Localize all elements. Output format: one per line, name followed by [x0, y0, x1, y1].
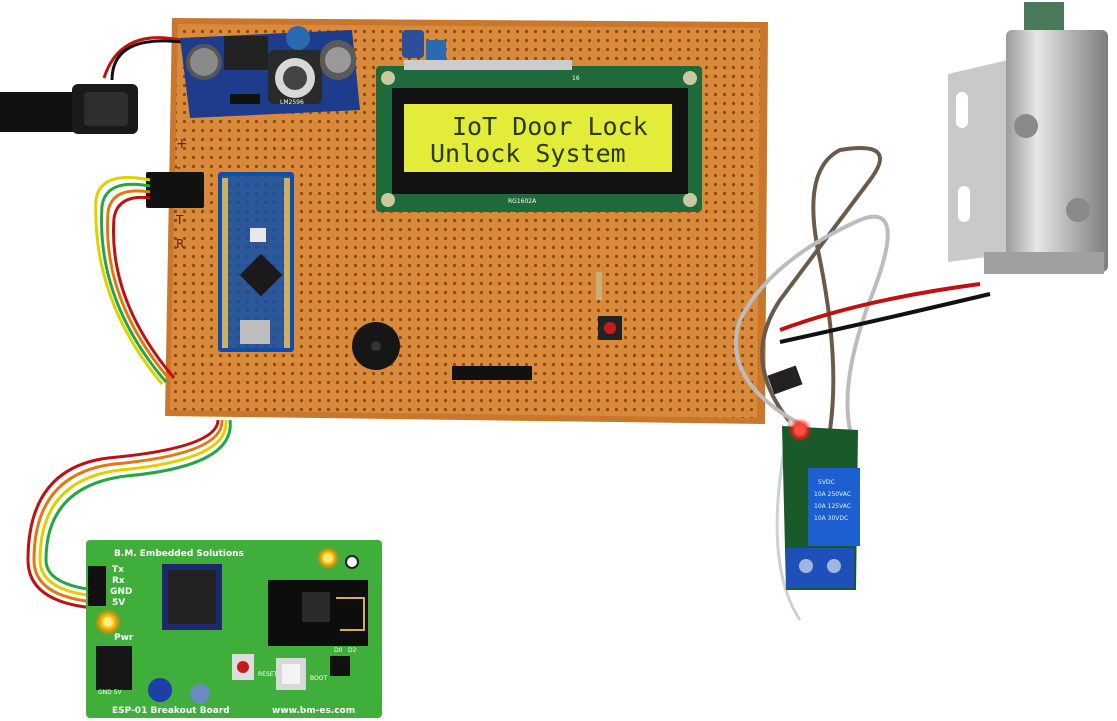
relay-text-4: 10A 30VDC	[814, 515, 848, 522]
serial-header	[94, 172, 204, 385]
contrast-pot	[402, 30, 446, 60]
pin-rx: Rx	[112, 576, 125, 586]
pin-gnd: GND	[110, 587, 132, 597]
t-mark: T	[175, 213, 184, 227]
esp-link-wires	[26, 419, 232, 610]
d2-label: D2	[348, 647, 357, 654]
dc-power-jack	[0, 36, 197, 134]
arduino-nano	[218, 172, 294, 352]
push-button	[596, 272, 622, 340]
lcd-model: RG1602A	[508, 198, 537, 205]
reset-label: RESET	[258, 671, 278, 678]
boot-label: BOOT	[310, 675, 327, 682]
relay-text-2: 10A 250VAC	[814, 491, 851, 498]
pin-5v: 5V	[112, 598, 125, 608]
esp-board-footer: ESP-01 Breakout Board	[112, 706, 230, 716]
plus-mark: +	[176, 136, 188, 152]
buzzer	[352, 322, 400, 370]
pin-tx: Tx	[112, 565, 124, 575]
minus-mark: -	[176, 160, 181, 176]
solenoid-door-lock	[948, 2, 1108, 274]
buck-label: LM2596	[280, 99, 304, 106]
relay-text-1: 5VDC	[818, 479, 835, 486]
buck-converter-module: LM2596	[180, 26, 360, 118]
relay-text-3: 10A 125VAC	[814, 503, 851, 510]
esp-board-url: www.bm-es.com	[272, 706, 355, 716]
lcd-display-module: IoT Door Lock Unlock System RG1602A 16	[376, 60, 702, 212]
esp-board-title: B.M. Embedded Solutions	[114, 549, 244, 559]
lcd-line-2: Unlock System	[430, 139, 626, 168]
lcd-line-1: IoT Door Lock	[452, 112, 648, 141]
d0-label: D0	[334, 647, 343, 654]
r-mark: R	[176, 237, 184, 251]
lcd-pin-label: 16	[572, 75, 580, 82]
pwr-label: Pwr	[114, 633, 134, 643]
board-marks: + - T R	[175, 136, 188, 251]
female-header	[452, 366, 532, 380]
relay-module: 5VDC 10A 250VAC 10A 125VAC 10A 30VDC	[782, 418, 860, 590]
gnd5v-label: GND 5V	[98, 689, 122, 696]
esp01-breakout-board: B.M. Embedded Solutions ESP-01 Breakout …	[86, 540, 382, 718]
